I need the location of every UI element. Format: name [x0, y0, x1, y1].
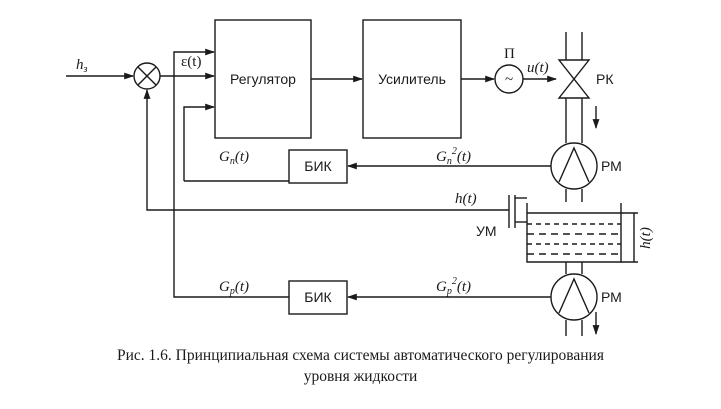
- bik-top-label: БИК: [304, 158, 332, 174]
- regulating-valve: [557, 59, 591, 99]
- bik-bottom-label: БИК: [304, 289, 332, 305]
- regulator-label: Регулятор: [230, 71, 296, 87]
- level-meter-label: УМ: [476, 223, 497, 239]
- amplifier-label: Усилитель: [378, 71, 446, 87]
- converter-symbol: ~: [505, 72, 513, 88]
- level-meter: [508, 195, 527, 228]
- tank-level-dimension: [621, 212, 638, 263]
- flowmeter-top: [550, 142, 598, 190]
- error-label: ε(t): [181, 54, 201, 70]
- flow-signal-bottom-left: Gр(t): [219, 279, 249, 297]
- valve-label: РК: [596, 71, 614, 87]
- flow-signal-top-left: Gп(t): [219, 149, 249, 167]
- regulator-input-top: [173, 48, 215, 201]
- tank: [526, 203, 622, 263]
- flow-signal-bottom-right: Gр2(t): [436, 276, 471, 297]
- flow-signal-top-right: Gп2(t): [436, 146, 471, 167]
- flowmeter-bottom-label: РМ: [601, 289, 622, 305]
- setpoint-label: hз: [76, 57, 88, 75]
- supply-pipe: [565, 32, 583, 202]
- flowmeter-top-label: РМ: [601, 158, 622, 174]
- drain-pipe: [565, 262, 583, 336]
- regulator-input-bottom: [183, 103, 215, 181]
- flowmeter-bottom: [550, 273, 598, 321]
- tank-level-label: h(t): [638, 227, 654, 249]
- bik-top-block: [288, 149, 348, 184]
- level-feedback-line: [143, 89, 509, 211]
- summing-junction: [133, 62, 161, 90]
- figure-caption-line2: уровня жидкости: [303, 368, 418, 385]
- converter-label: П: [504, 46, 515, 62]
- control-system-diagram: Регулятор Усилитель БИК БИК hз ε(t) П ~ …: [66, 19, 654, 336]
- control-signal-label: u(t): [527, 60, 549, 76]
- bik-bottom-output-line: [173, 201, 289, 298]
- figure-caption-line1: Рис. 1.6. Принципиальная схема системы а…: [117, 347, 604, 364]
- level-signal-label: h(t): [455, 191, 477, 207]
